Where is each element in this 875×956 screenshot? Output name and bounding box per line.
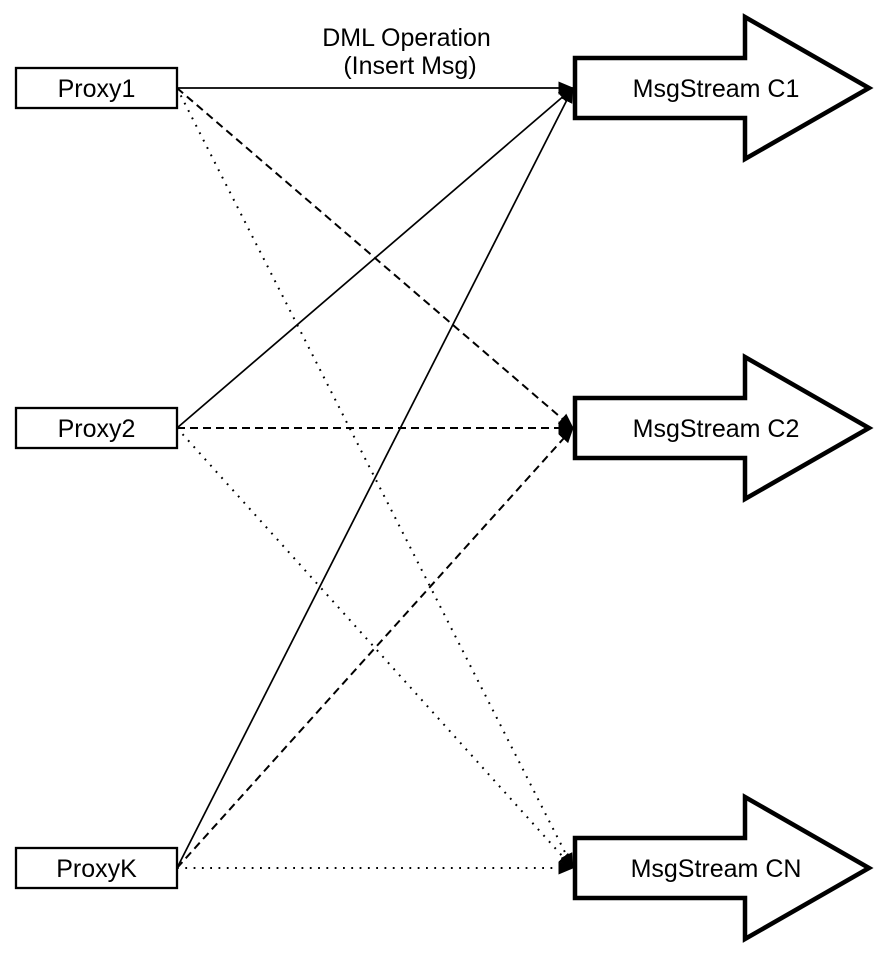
block-arrow-icon <box>572 13 874 163</box>
edge-proxy2-to-c1-solid <box>176 87 574 429</box>
stream-label-c1: MsgStream C1 <box>633 75 800 103</box>
proxy-label-proxy2: Proxy2 <box>58 415 136 443</box>
stream-label-c2: MsgStream C2 <box>633 415 800 443</box>
edge-proxyk-to-c2-dashed <box>176 427 574 869</box>
block-arrow-icon <box>572 793 874 943</box>
stream-node-c2: MsgStream C2 <box>572 353 874 503</box>
edge-proxy2-to-cn-dotted <box>176 427 574 869</box>
block-arrow-icon <box>572 353 874 503</box>
proxy-box <box>14 66 179 110</box>
stream-shapes-group: MsgStream C1 MsgStream C2 MsgStream CN <box>572 13 874 943</box>
stream-label-cn: MsgStream CN <box>631 855 802 883</box>
proxy-node-proxyk: ProxyK <box>14 846 179 890</box>
proxy-node-proxy1: Proxy1 <box>14 66 179 110</box>
proxy-label-proxyk: ProxyK <box>56 855 137 883</box>
diagram-title-line-1: DML Operation <box>322 24 491 52</box>
edge-proxyk-to-c1-solid <box>176 87 574 869</box>
diagram-title: DML Operation (Insert Msg) <box>322 24 498 80</box>
edge-lines-group <box>176 81 574 875</box>
diagram-title-line-2: (Insert Msg) <box>343 52 476 80</box>
stream-node-cn: MsgStream CN <box>572 793 874 943</box>
proxy-label-proxy1: Proxy1 <box>58 75 136 103</box>
proxy-node-proxy2: Proxy2 <box>14 406 179 450</box>
stream-node-c1: MsgStream C1 <box>572 13 874 163</box>
